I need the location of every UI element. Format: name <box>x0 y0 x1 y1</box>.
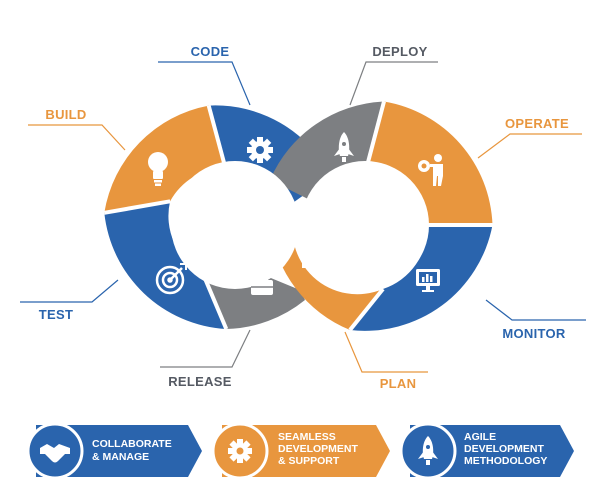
banner-2-line-1: SEAMLESS <box>278 431 336 443</box>
banner-collaborate-manage: COLLABORATE & MANAGE <box>26 422 202 480</box>
gear-icon <box>247 137 273 163</box>
handshake-icon <box>302 258 334 277</box>
banner-1-line-2: & MANAGE <box>92 451 149 463</box>
banner-1-line-1: COLLABORATE <box>92 438 172 450</box>
rocket-icon <box>334 132 354 162</box>
left-loop-hole <box>171 161 299 289</box>
gear-icon <box>228 439 252 463</box>
right-loop-hole <box>301 161 429 289</box>
banner-agile-methodology: AGILE DEVELOPMENT METHODOLOGY <box>399 422 574 480</box>
label-plan: PLAN <box>380 376 417 391</box>
segment-deploy <box>270 101 384 200</box>
briefcase-icon <box>251 275 273 295</box>
handshake-icon <box>40 444 70 463</box>
label-code: CODE <box>191 44 230 59</box>
leader-lines <box>20 61 586 373</box>
banner-2-line-3: & SUPPORT <box>278 455 340 467</box>
label-operate: OPERATE <box>505 116 569 131</box>
monitor-chart-icon <box>416 269 440 292</box>
label-test: TEST <box>39 307 73 322</box>
stage-labels: CODE BUILD TEST RELEASE DEPLOY OPERATE M… <box>39 44 569 391</box>
label-monitor: MONITOR <box>502 326 566 341</box>
label-deploy: DEPLOY <box>372 44 427 59</box>
segment-plan <box>270 208 383 330</box>
target-icon <box>155 263 187 295</box>
segment-separators <box>103 100 493 332</box>
banner-3-line-3: METHODOLOGY <box>464 455 547 467</box>
lightbulb-icon <box>148 152 168 186</box>
banner-3-line-1: AGILE <box>464 431 496 443</box>
banner-3-line-2: DEVELOPMENT <box>464 443 545 455</box>
banner-seamless-development: SEAMLESS DEVELOPMENT & SUPPORT <box>211 422 390 480</box>
rocket-icon <box>418 436 438 465</box>
person-gear-icon <box>418 154 443 186</box>
banner-2-line-2: DEVELOPMENT <box>278 443 359 455</box>
label-release: RELEASE <box>168 374 232 389</box>
label-build: BUILD <box>45 107 86 122</box>
segment-operate <box>367 101 493 225</box>
segment-test <box>104 201 227 329</box>
